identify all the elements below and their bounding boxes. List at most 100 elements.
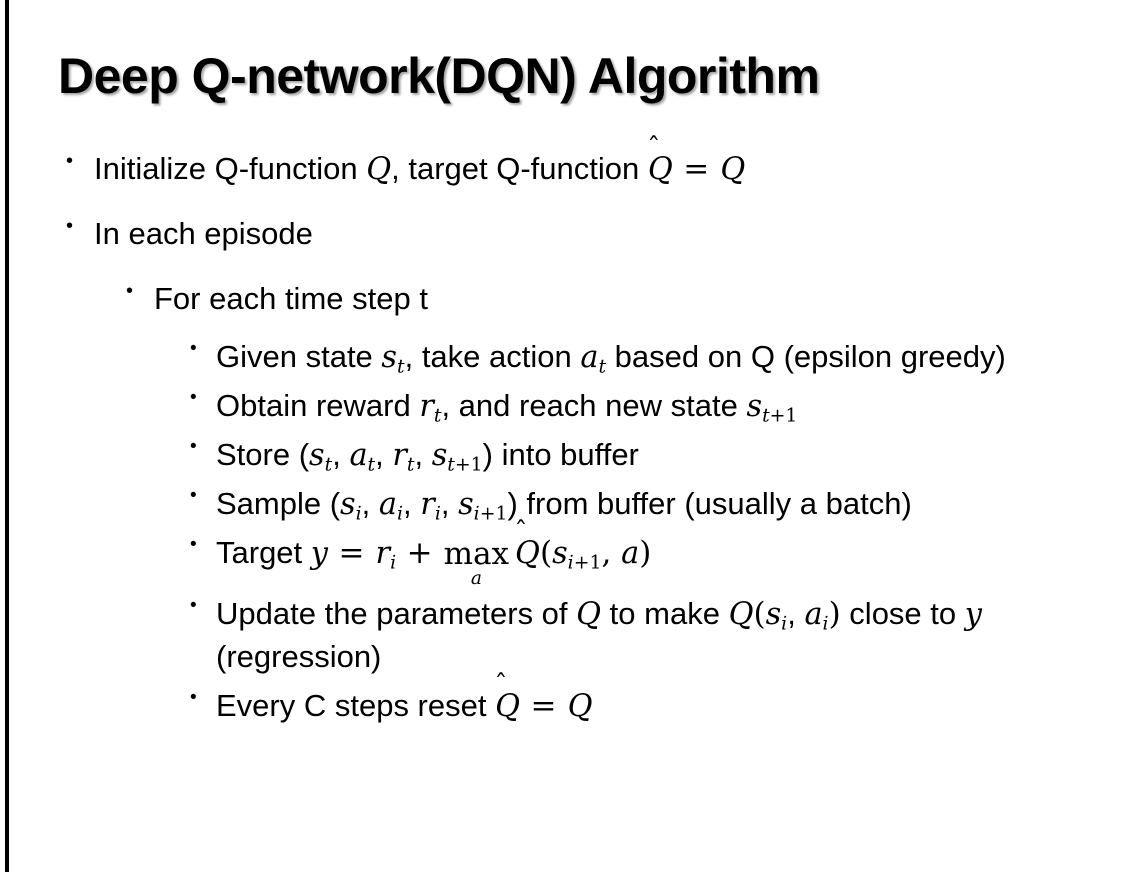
text-segment: Every C steps reset — [216, 687, 496, 723]
text-segment: Update the parameters of — [216, 596, 577, 632]
math-var-a: a — [621, 536, 640, 572]
math-var-q: Q — [567, 688, 593, 724]
math-var-s: st — [381, 340, 405, 378]
text-separator: , — [440, 486, 459, 522]
text-segment: , and reach new state — [441, 388, 747, 424]
text-separator: , — [787, 596, 805, 632]
math-equals: = — [338, 535, 366, 572]
bullet-target-equation-text: Target y = ri + maxâQ(si+1, a) — [216, 532, 1096, 587]
text-separator: , — [403, 486, 421, 522]
bullet-marker-icon: • — [190, 338, 197, 360]
bullet-marker-icon: • — [190, 436, 197, 458]
math-max-label: max — [443, 536, 510, 573]
math-sub-i: i — [434, 503, 441, 525]
math-paren-open: ( — [539, 535, 553, 572]
bullet-marker-icon: • — [190, 686, 197, 708]
math-var-r: ri — [375, 536, 397, 574]
bullet-marker-icon: • — [66, 150, 74, 172]
math-sub-t: t — [367, 454, 376, 476]
text-separator: , — [361, 486, 379, 522]
bullet-sample-tuple: • Sample (si, ai, ri, si+1) from buffer … — [0, 483, 1124, 526]
bullet-reset-target-network-text: Every C steps reset ̂Q = Q — [216, 685, 1096, 728]
bullet-obtain-reward-text: Obtain reward rt, and reach new state st… — [216, 385, 1096, 428]
math-sub-i-plus-1: i+1 — [567, 552, 602, 574]
math-var-q-hat-base: Q — [495, 688, 520, 724]
math-q-hat: ̂Q — [648, 148, 673, 191]
text-segment: , take action — [404, 339, 581, 375]
math-var-r: rt — [419, 389, 442, 427]
text-segment: (regression) — [216, 639, 382, 675]
bullet-for-each-time-step: • For each time step t — [0, 278, 1124, 321]
bullet-store-tuple-text: Store (st, at, rt, st+1) into buffer — [216, 434, 1096, 477]
text-segment: Initialize Q-function — [94, 151, 367, 186]
text-segment: Store ( — [216, 437, 310, 473]
math-var-s: st — [309, 438, 333, 476]
left-edge-rule — [5, 0, 9, 872]
bullet-marker-icon: • — [190, 595, 197, 617]
math-var-s-next: st+1 — [431, 438, 483, 476]
math-var-s-next: st+1 — [746, 389, 798, 427]
text-segment: ) from buffer (usually a batch) — [507, 486, 912, 522]
bullet-marker-icon: • — [190, 485, 197, 507]
math-var-r: ri — [420, 487, 441, 525]
bullet-store-tuple: • Store (st, at, rt, st+1) into buffer — [0, 434, 1124, 477]
text-segment: Obtain reward — [216, 388, 420, 424]
bullet-target-equation: • Target y = ri + maxâQ(si+1, a) — [0, 532, 1124, 587]
text-separator: , — [375, 437, 393, 473]
text-separator: , — [414, 437, 432, 473]
math-var-q-hat-base: Q — [647, 152, 673, 187]
math-sub-i-plus-1: i+1 — [473, 503, 508, 525]
text-segment: based on Q (epsilon greedy) — [606, 339, 1006, 375]
math-var-a: at — [349, 438, 376, 476]
math-plus: + — [406, 535, 434, 572]
math-sub-i: i — [781, 613, 788, 635]
bullet-update-parameters: • Update the parameters of Q to make Q(s… — [0, 593, 1124, 679]
bullet-given-state-text: Given state st, take action at based on … — [216, 336, 1096, 379]
math-var-r: rt — [392, 438, 415, 476]
math-var-s: si — [765, 597, 788, 635]
text-segment: close to — [840, 596, 965, 632]
math-sub-t: t — [324, 454, 333, 476]
bullet-reset-target-network: • Every C steps reset ̂Q = Q — [0, 685, 1124, 728]
bullet-obtain-reward: • Obtain reward rt, and reach new state … — [0, 385, 1124, 428]
math-var-a: ai — [804, 597, 829, 635]
math-sub-t: t — [598, 356, 607, 378]
bullet-marker-icon: • — [190, 534, 197, 556]
math-q-hat: ̂Q — [515, 532, 540, 575]
text-segment: , target Q-function — [391, 151, 648, 186]
math-var-q: Q — [366, 152, 392, 187]
bullet-marker-icon: • — [126, 279, 134, 302]
math-paren-close: ) — [639, 535, 652, 572]
text-segment: Sample ( — [216, 486, 341, 522]
math-var-a: at — [580, 340, 607, 378]
bullet-given-state: • Given state st, take action at based o… — [0, 336, 1124, 379]
bullet-in-each-episode-text: In each episode — [94, 215, 313, 251]
bullet-update-parameters-text: Update the parameters of Q to make Q(si,… — [216, 593, 1096, 679]
bullet-marker-icon: • — [190, 387, 197, 409]
math-var-s-next: si+1 — [552, 536, 602, 574]
math-sub-i: i — [397, 503, 404, 525]
math-var-q2: Q — [728, 597, 754, 633]
math-equals: = — [530, 687, 558, 724]
math-paren-open: ( — [753, 596, 766, 633]
text-segment: ) into buffer — [482, 437, 639, 473]
bullet-initialize: • Initialize Q-function Q, target Q-func… — [0, 148, 1124, 191]
text-segment: to make — [601, 596, 729, 632]
text-segment: Target — [216, 535, 311, 571]
math-var-q2: Q — [720, 152, 746, 187]
algorithm-bullet-list: • Initialize Q-function Q, target Q-func… — [0, 148, 1124, 734]
math-sub-i: i — [390, 552, 397, 574]
math-var-y: y — [310, 536, 328, 572]
math-sub-t: t — [406, 454, 415, 476]
math-max-subscript: a — [470, 567, 482, 589]
text-separator: , — [332, 437, 350, 473]
math-comma: , — [601, 535, 622, 572]
math-var-a: ai — [378, 487, 404, 525]
math-sub-t: t — [433, 405, 442, 427]
bullet-marker-icon: • — [66, 214, 74, 237]
math-sub-t-plus-1: t+1 — [762, 405, 798, 427]
math-sub-i: i — [822, 613, 829, 635]
bullet-sample-tuple-text: Sample (si, ai, ri, si+1) from buffer (u… — [216, 483, 1096, 526]
math-var-q: Q — [576, 597, 602, 633]
